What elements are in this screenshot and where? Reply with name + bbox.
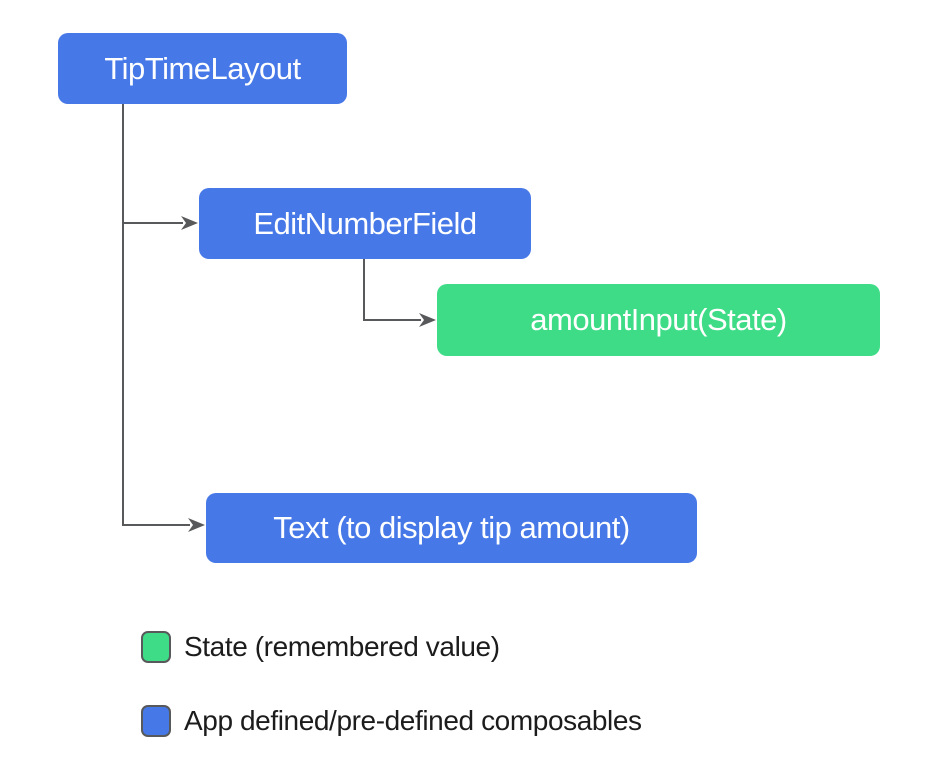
node-amountinput-state-label: amountInput(State): [530, 302, 787, 337]
node-tiptimelayout: TipTimeLayout: [58, 33, 347, 104]
legend-item-composables: App defined/pre-defined composables: [141, 704, 642, 738]
connector-tiptimelayout-to-text: [122, 104, 190, 526]
node-tiptimelayout-label: TipTimeLayout: [104, 50, 301, 86]
node-editnumberfield: EditNumberField: [199, 188, 531, 259]
arrowhead-editnumberfield: [181, 216, 198, 230]
arrowhead-amountinput: [419, 313, 436, 327]
arrowhead-text: [188, 518, 205, 532]
node-text-display-tip-amount: Text (to display tip amount): [206, 493, 697, 563]
node-amountinput-state: amountInput(State): [437, 284, 880, 356]
legend-label-composables: App defined/pre-defined composables: [184, 705, 642, 736]
legend-swatch-composables: [141, 705, 171, 737]
legend-label-state: State (remembered value): [184, 631, 500, 662]
legend-item-state: State (remembered value): [141, 630, 500, 664]
node-text-display-tip-amount-label: Text (to display tip amount): [273, 510, 630, 545]
connector-editnumberfield-to-amountinput: [363, 259, 421, 321]
legend-swatch-state: [141, 631, 171, 663]
node-editnumberfield-label: EditNumberField: [253, 205, 477, 241]
